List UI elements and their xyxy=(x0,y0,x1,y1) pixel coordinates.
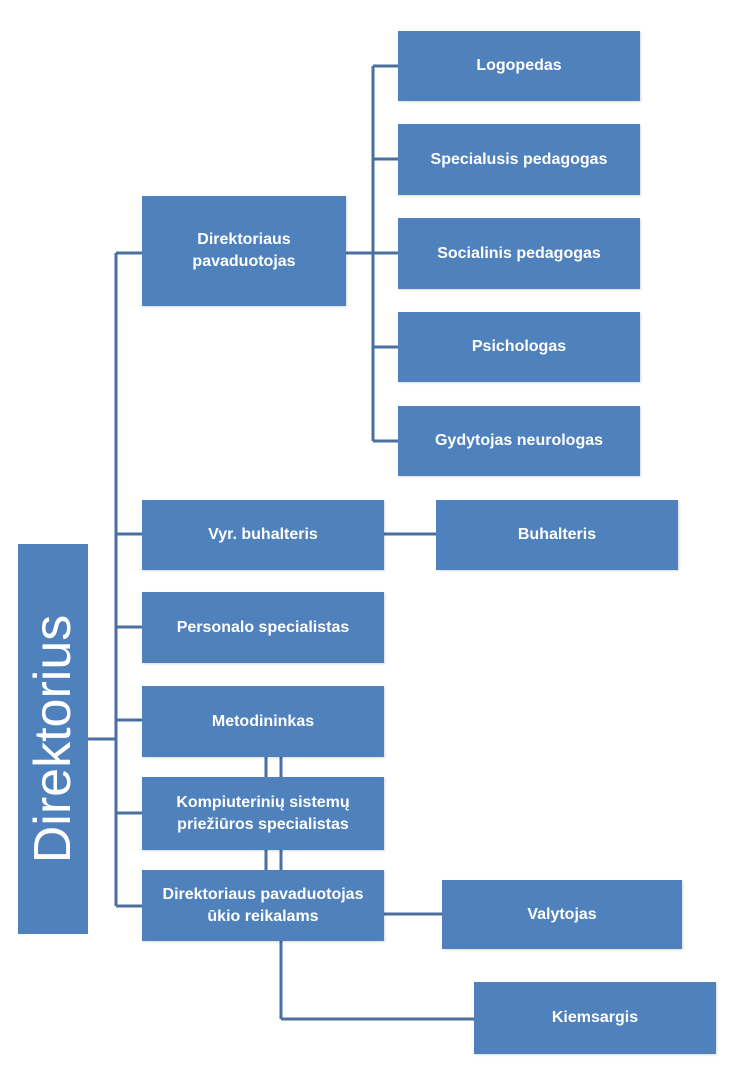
hr-specialist-label: Personalo specialistas xyxy=(176,618,350,636)
psychologist-box: Psichologas xyxy=(398,312,640,382)
cleaner-box: Valytojas xyxy=(442,880,682,949)
chief-accountant-label: Vyr. buhalteris xyxy=(208,526,318,543)
methodologist-box: Metodininkas xyxy=(142,686,384,757)
special-pedagogue-label: Specialusis pedagogas xyxy=(430,150,608,168)
social-pedagogue-box: Socialinis pedagogas xyxy=(398,218,640,289)
deputy-director-box: Direktoriaus pavaduotojas xyxy=(142,196,346,306)
psychologist-label: Psichologas xyxy=(471,338,567,355)
methodologist-label: Metodininkas xyxy=(211,712,315,730)
director-label: Direktorius xyxy=(24,614,82,864)
deputy-director-label: Direktoriaus pavaduotojas xyxy=(192,231,296,270)
chief-accountant-box: Vyr. buhalteris xyxy=(142,500,384,570)
cleaner-label: Valytojas xyxy=(527,905,597,923)
neurologist-label: Gydytojas neurologas xyxy=(434,432,604,449)
deputy-business-label: Direktoriaus pavaduotojas ūkio reikalams xyxy=(162,885,364,925)
caretaker-box: Kiemsargis xyxy=(474,982,716,1054)
neurologist-box: Gydytojas neurologas xyxy=(398,406,640,476)
it-specialist-box: Kompiuterinių sistemų priežiūros special… xyxy=(142,777,384,850)
special-pedagogue-box: Specialusis pedagogas xyxy=(398,124,640,195)
hr-specialist-box: Personalo specialistas xyxy=(142,592,384,663)
caretaker-label: Kiemsargis xyxy=(551,1009,639,1026)
deputy-business-box: Direktoriaus pavaduotojas ūkio reikalams xyxy=(142,870,384,941)
speech-therapist-label: Logopedas xyxy=(476,57,562,74)
it-specialist-label: Kompiuterinių sistemų priežiūros special… xyxy=(176,793,350,833)
accountant-label: Buhalteris xyxy=(517,526,597,543)
social-pedagogue-label: Socialinis pedagogas xyxy=(437,244,601,262)
director-box: Direktorius xyxy=(18,544,88,934)
accountant-box: Buhalteris xyxy=(436,500,678,570)
speech-therapist-box: Logopedas xyxy=(398,31,640,101)
